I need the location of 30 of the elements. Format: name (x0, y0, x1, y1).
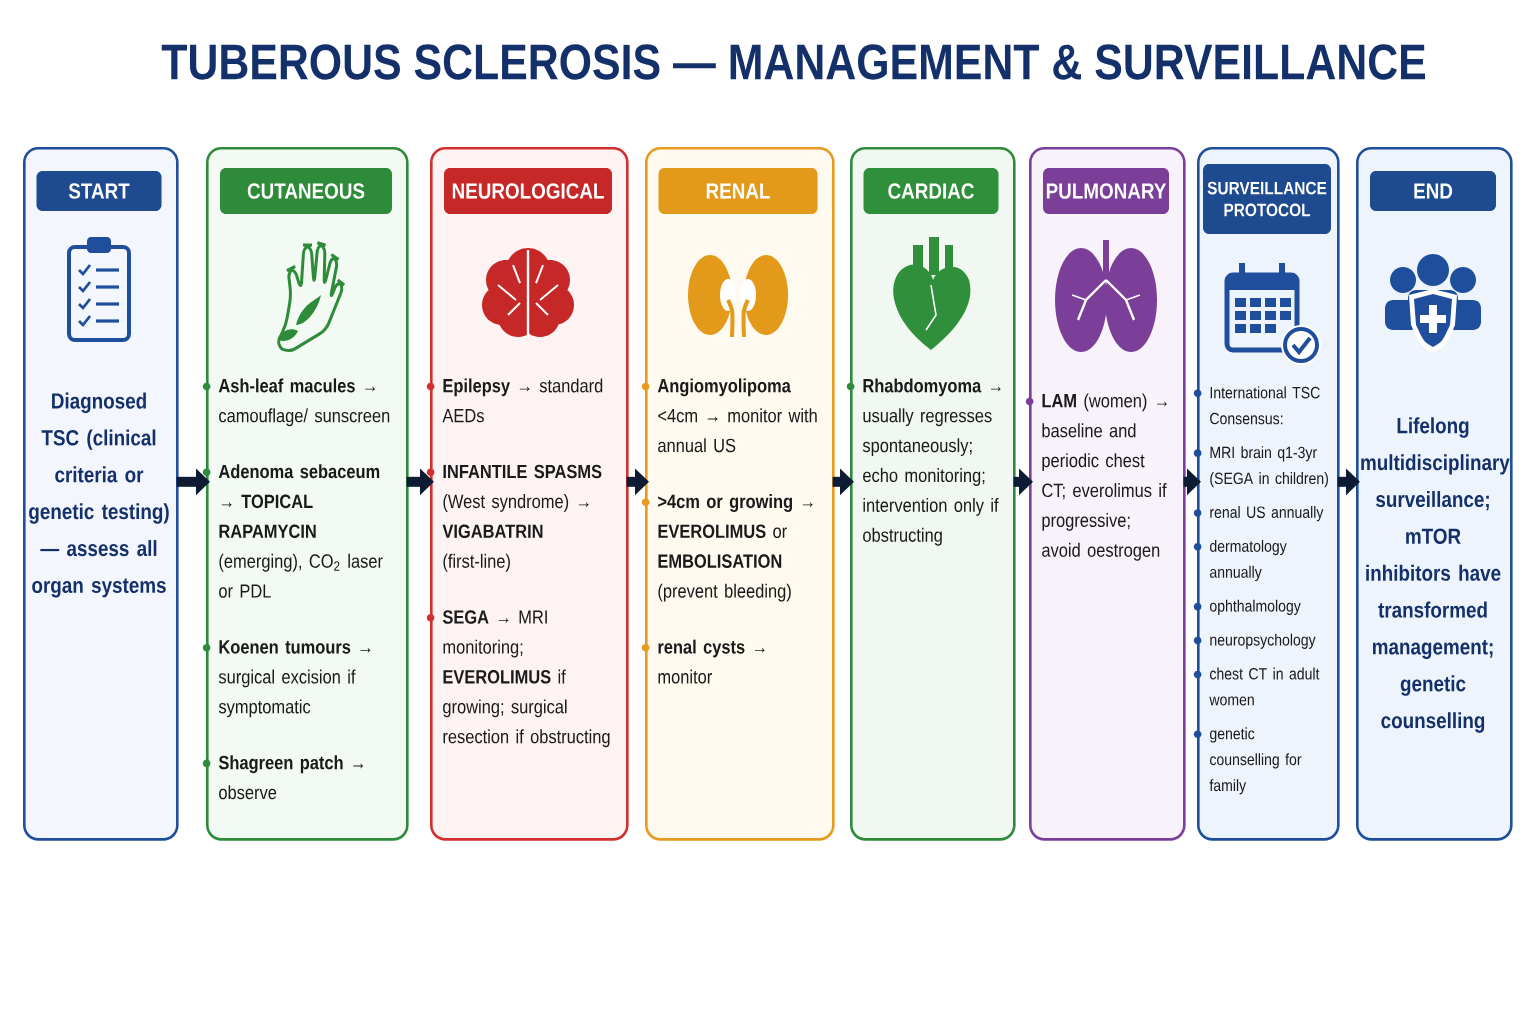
summary-text: Lifelong multidisciplinary surveillance; mTOR inhibitors have transformed management; genetic counselling (1361, 417, 1510, 733)
bullet-text: neuropsychology (1193, 633, 1316, 649)
bullet-text: dermatology annually (1193, 539, 1287, 582)
header-label: NEUROLOGICAL (444, 168, 612, 214)
bullet-text: Shagreen patch → observe (202, 755, 364, 800)
bullet-text: renal cysts → monitor (641, 639, 765, 684)
header-label: SURVEILLANCE PROTOCOL (1203, 164, 1331, 234)
title: TUBEROUS SCLEROSIS — MANAGEMENT & SURVEILLANCE (161, 44, 1426, 80)
header-label: RENAL (658, 168, 818, 214)
bullet-text: MRI brain q1-3yr (SEGA in children) (1193, 446, 1328, 488)
bullet-text: INFANTILE SPASMS (West syndrome) → VIGABATRIN (first-line) (426, 464, 602, 572)
bullet-text: Adenoma sebaceum → TOPICAL RAPAMYCIN (emerging), CO$_{2}$ laser or PDL (202, 464, 383, 598)
header-label: CUTANEOUS (220, 168, 392, 214)
bullet-text: Angiomyolipoma <4cm → monitor with annual US (641, 378, 817, 453)
bullet-text: Ash-leaf macules → camouflage/ sunscreen (202, 378, 390, 427)
header-label: CARDIAC (863, 168, 999, 214)
header-label: PULMONARY (1043, 168, 1169, 214)
bullet-text: ophthalmology (1193, 599, 1301, 615)
bullet-text: genetic counselling for family (1193, 727, 1302, 795)
bullet-text: Epilepsy → standard AEDs (426, 378, 603, 423)
bullet-text: SEGA → MRI monitoring; EVEROLIMUS if growing; surgical resection if obstructing (426, 610, 610, 748)
summary-text: Diagnosed TSC (clinical criteria or genetic testing) — assess all organ systems (29, 392, 169, 598)
header-label: START (36, 171, 162, 211)
bullet-text: Rhabdomyoma → usually regresses spontaneously; echo monitoring; intervention only if obstructing (846, 378, 1001, 546)
bullet-text: LAM (women) → baseline and periodic chest CT; everolimus if progressive; avoid oestrogen (1025, 393, 1167, 561)
bullet-text: renal US annually (1193, 506, 1324, 522)
header-label: END (1370, 171, 1496, 211)
bullet-text: >4cm or growing → EVEROLIMUS or EMBOLISATION (prevent bleeding) (641, 494, 813, 602)
bullet-text: International TSC Consensus: (1193, 386, 1320, 425)
bullet-text: Koenen tumours → surgical excision if symptomatic (202, 640, 371, 718)
